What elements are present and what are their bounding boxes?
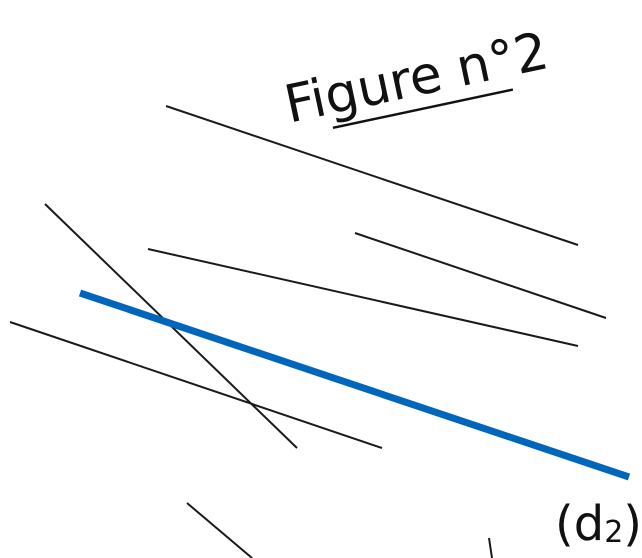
line-3 [147,248,579,347]
label-main: (d [555,496,604,552]
line-d2 [78,289,631,481]
figure-title-text: Figure n°2 [279,21,553,135]
line-d2-label: (d2) [555,496,642,552]
label-subscript: 2 [604,515,623,550]
line-6 [186,502,253,558]
title-underline [332,88,514,130]
label-close: ) [623,496,642,552]
line-7 [488,537,493,558]
figure-title: Figure n°2 [279,21,553,135]
line-2 [354,232,607,319]
line-1 [165,105,579,246]
line-5 [9,321,383,449]
